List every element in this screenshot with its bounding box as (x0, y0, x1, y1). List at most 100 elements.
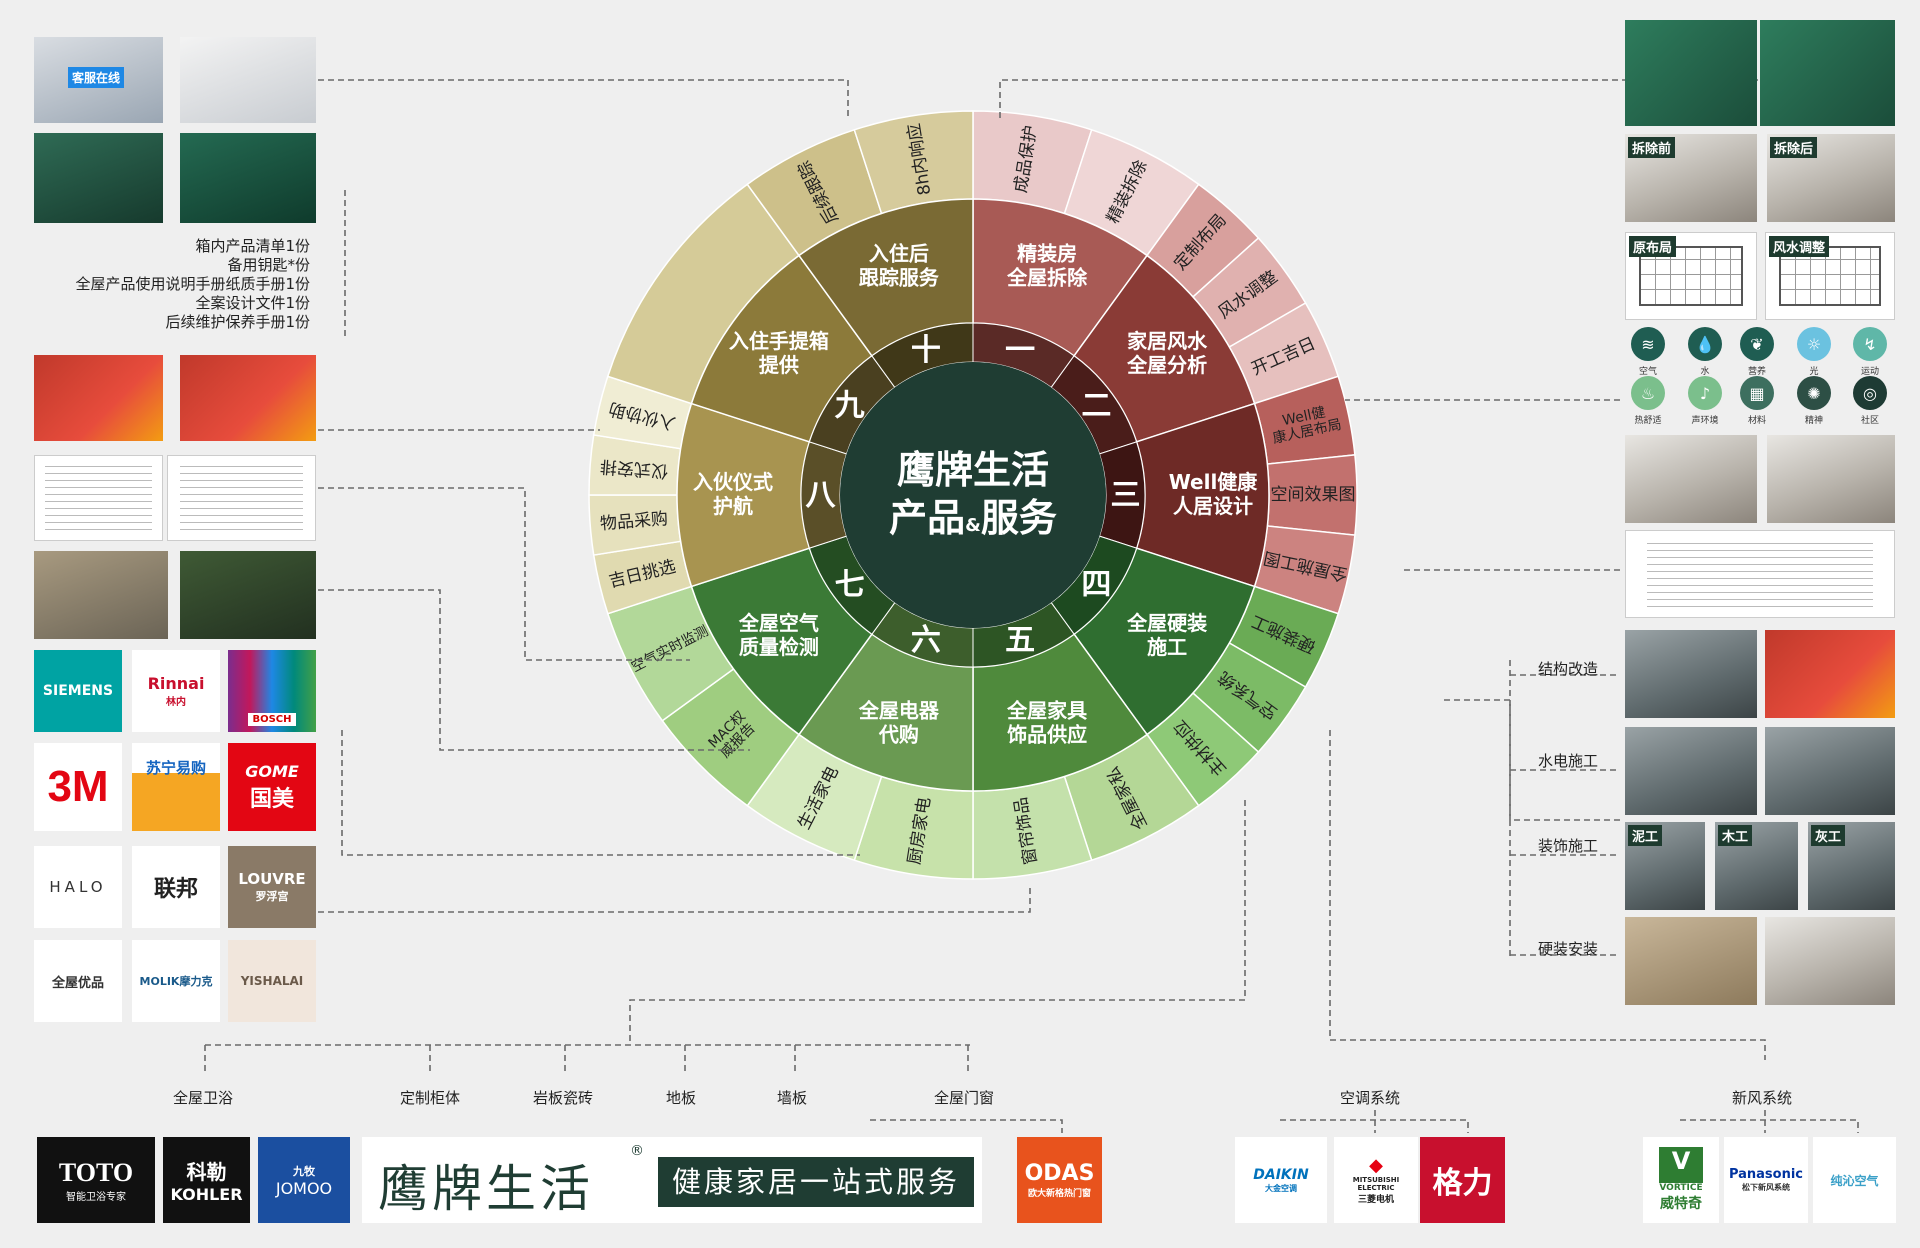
rinnai-logo: Rinnai 林内 (132, 650, 220, 732)
suitcase-closed-photo (180, 133, 316, 223)
plumbing-photo-2 (1765, 727, 1895, 815)
sound-icon: ♪ (1688, 376, 1722, 410)
well-label-water: 水 (1700, 367, 1710, 377)
quanwu-youpin-logo: 全屋优品 (34, 940, 122, 1022)
vortice-logo: V VORTICE 威特奇 (1643, 1137, 1719, 1223)
label-hardinstall: 硬装安装 (1538, 940, 1599, 958)
original-layout-plan: 原布局 (1625, 232, 1757, 320)
call-center-photo (180, 37, 316, 123)
label-plumbing: 水电施工 (1538, 752, 1599, 770)
gome-logo: GOME 国美 (228, 743, 316, 831)
kohler-logo: 科勒 KOHLER (163, 1137, 250, 1223)
daikin-logo: DAIKIN 大金空调 (1235, 1137, 1327, 1223)
masonry-photo: 泥工 (1625, 822, 1705, 910)
service-title: 入住后跟踪服务 (859, 242, 940, 290)
construction-drawings (1625, 530, 1895, 618)
center-subtitle-part: 服务 (981, 496, 1057, 540)
connector-line (341, 730, 860, 856)
connector-line (318, 79, 849, 120)
jomoo-logo: 九牧 JOMOO (258, 1137, 350, 1223)
tag-carpentry: 木工 (1718, 825, 1753, 846)
fengshui-adjusted-plan: 风水调整 (1765, 232, 1895, 320)
ceremony-photo-1 (34, 355, 163, 441)
step-number: 九 (835, 388, 865, 423)
bosch-logo: BOSCH (228, 650, 316, 732)
vortice-mark: V (1659, 1147, 1703, 1183)
carpentry-photo: 木工 (1715, 822, 1798, 910)
connector-line (318, 589, 750, 751)
list-item: 全屋产品使用说明手册纸质手册1份 (75, 275, 310, 293)
gree-logo: 格力 (1420, 1137, 1505, 1223)
service-title-line: 质量检测 (739, 635, 819, 659)
outer-ring-label-line: 空间效果图 (1271, 485, 1356, 505)
halo-logo: HALO (34, 846, 122, 928)
bosch-name: BOSCH (248, 713, 296, 726)
tag-masonry: 泥工 (1628, 825, 1663, 846)
structure-photo-2 (1765, 630, 1895, 718)
step-number: 七 (835, 568, 865, 603)
well-label-thermal: 热舒适 (1634, 416, 1662, 426)
community-icon: ◎ (1853, 376, 1887, 410)
list-item: 全案设计文件1份 (195, 294, 310, 312)
well-label-light: 光 (1809, 367, 1819, 377)
service-title-line: 提供 (759, 353, 799, 377)
tag-original: 原布局 (1629, 236, 1677, 257)
service-title: 入住手提箱提供 (729, 329, 829, 377)
toto-name: TOTO (58, 1157, 134, 1187)
protection-photo-1 (1625, 20, 1757, 126)
step-number: 八 (806, 478, 837, 513)
daikin-sub: 大金空调 (1265, 1183, 1297, 1193)
cat-ac: 空调系统 (1340, 1089, 1401, 1107)
rinnai-name: Rinnai (147, 674, 205, 693)
toto-sub: 智能卫浴专家 (66, 1191, 126, 1203)
step-number: 四 (1081, 568, 1111, 603)
connector-line (1680, 1119, 1859, 1133)
cat-cabinet: 定制柜体 (400, 1089, 461, 1107)
mitsubishi-cn: 三菱电机 (1357, 1195, 1394, 1205)
tag-fengshui: 风水调整 (1769, 236, 1830, 257)
well-label-community: 社区 (1860, 416, 1879, 426)
brand-banner: 鹰牌生活 ® 健康家居一站式服务 (362, 1137, 982, 1223)
tag-before: 拆除前 (1628, 137, 1676, 158)
service-title: 入伙仪式护航 (693, 470, 773, 518)
list-item: 箱内产品清单1份 (195, 237, 310, 255)
center-disc (840, 362, 1106, 628)
toto-logo: TOTO 智能卫浴专家 (37, 1137, 155, 1223)
service-title-line: Well健康 (1169, 470, 1259, 494)
tag-after: 拆除后 (1770, 137, 1818, 158)
jomoo-cn: 九牧 (293, 1164, 315, 1178)
plumbing-photo-1 (1625, 727, 1757, 815)
service-title-line: 代购 (878, 722, 919, 746)
gome-cn: 国美 (249, 786, 294, 812)
vortice-cn: 威特奇 (1660, 1196, 1702, 1212)
connector-line (629, 800, 1246, 1045)
step-number: 十 (911, 333, 941, 368)
service-title-line: 跟踪服务 (859, 266, 940, 290)
water-icon: 💧 (1688, 327, 1722, 361)
list-item: 备用钥匙*份 (227, 256, 310, 274)
connector-line (1280, 1119, 1469, 1133)
air-icon: ≋ (1631, 327, 1665, 361)
mitsubishi-logo: ◆ MITSUBISHI ELECTRIC 三菱电机 (1334, 1137, 1418, 1223)
service-title-line: 护航 (713, 494, 753, 518)
well-label-movement: 运动 (1860, 367, 1879, 377)
odas-sub: 欧大新格热门窗 (1027, 1189, 1091, 1199)
service-title-line: 全屋硬装 (1126, 611, 1207, 635)
jomoo-name: JOMOO (275, 1178, 333, 1198)
light-icon: ☼ (1797, 327, 1831, 361)
well-label-air: 空气 (1638, 367, 1657, 377)
label-structure: 结构改造 (1538, 660, 1599, 678)
air-monitor-photo-1 (34, 551, 168, 639)
service-title: Well健康人居设计 (1169, 470, 1259, 518)
connector-line (318, 487, 690, 661)
panasonic-sub: 松下新风系统 (1742, 1183, 1790, 1192)
mind-icon: ✺ (1797, 376, 1831, 410)
cat-doors: 全屋门窗 (934, 1089, 995, 1107)
yishalai-logo: YISHALAI (228, 940, 316, 1022)
label-decoration: 装饰施工 (1538, 837, 1599, 855)
well-label-nutrition: 营养 (1747, 367, 1766, 377)
cat-tile: 岩板瓷砖 (533, 1089, 594, 1107)
gome-name: GOME (245, 761, 299, 781)
step-number: 三 (1111, 478, 1141, 513)
